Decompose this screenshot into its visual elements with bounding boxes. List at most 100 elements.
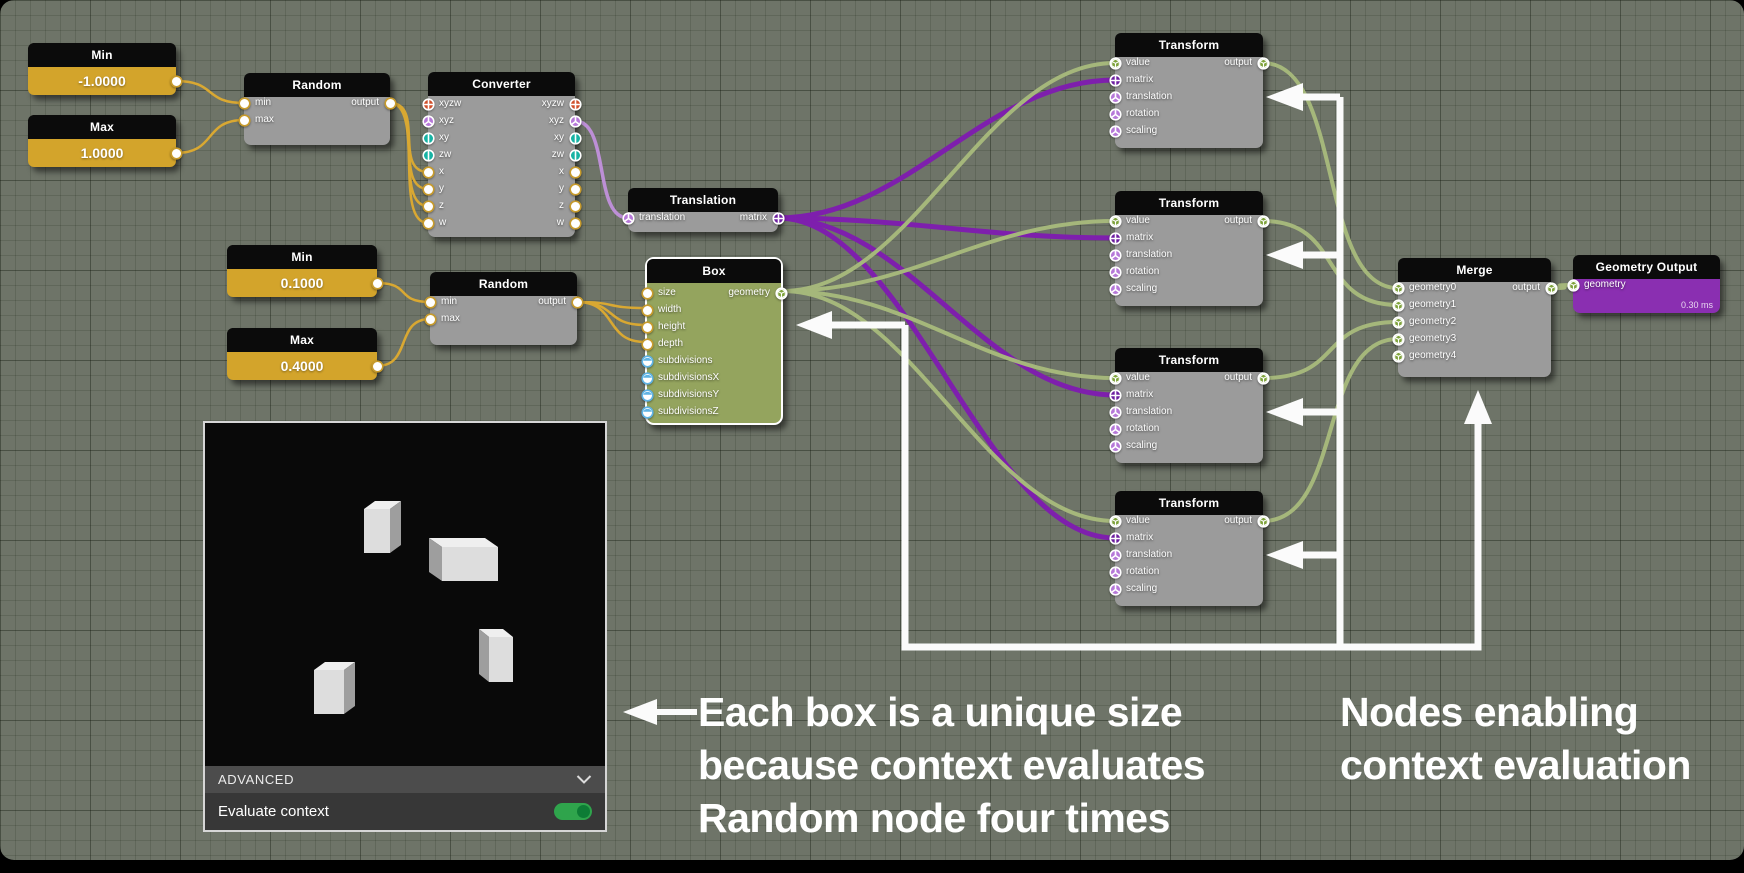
port-converter-z[interactable] <box>568 199 582 213</box>
port-converter-x[interactable] <box>421 165 435 179</box>
wire-vec3[interactable] <box>573 119 630 220</box>
port-t1-rotation[interactable] <box>1108 107 1122 121</box>
viewport-3d[interactable] <box>205 423 605 766</box>
port-geoout-geometry[interactable] <box>1566 278 1580 292</box>
wire-value[interactable] <box>575 300 647 327</box>
port-t2-matrix[interactable] <box>1108 231 1122 245</box>
port-t1-output[interactable] <box>1256 56 1270 70</box>
port-t1-value[interactable] <box>1108 56 1122 70</box>
node-min1[interactable]: Min-1.0000 <box>28 43 183 95</box>
port-t3-translation[interactable] <box>1108 405 1122 419</box>
port-converter-y[interactable] <box>421 182 435 196</box>
evaluate-context-toggle[interactable] <box>554 803 592 820</box>
wire-geometry[interactable] <box>1261 337 1400 523</box>
port-t2-value[interactable] <box>1108 214 1122 228</box>
port-converter-xyz[interactable] <box>421 114 435 128</box>
port-min2-output[interactable] <box>370 276 384 290</box>
port-box-height[interactable] <box>640 320 654 334</box>
port-random1-min[interactable] <box>237 96 251 110</box>
port-converter-y[interactable] <box>568 182 582 196</box>
port-converter-w[interactable] <box>421 216 435 230</box>
wire-geometry[interactable] <box>781 61 1117 293</box>
wire-geometry[interactable] <box>781 289 1117 380</box>
wire-matrix[interactable] <box>775 77 1118 221</box>
port-t3-scaling[interactable] <box>1108 439 1122 453</box>
port-random1-output[interactable] <box>383 96 397 110</box>
port-converter-x[interactable] <box>568 165 582 179</box>
port-converter-z[interactable] <box>421 199 435 213</box>
port-random2-output[interactable] <box>570 295 584 309</box>
port-converter-xyzw[interactable] <box>421 97 435 111</box>
value-field[interactable]: 1.0000 <box>28 139 176 167</box>
port-merge-geometry3[interactable] <box>1391 332 1405 346</box>
value-field[interactable]: 0.1000 <box>227 269 377 297</box>
port-t1-matrix[interactable] <box>1108 73 1122 87</box>
port-t4-matrix[interactable] <box>1108 531 1122 545</box>
port-random2-min[interactable] <box>423 295 437 309</box>
value-field[interactable]: 0.4000 <box>227 352 377 380</box>
port-t3-output[interactable] <box>1256 371 1270 385</box>
wire-value[interactable] <box>575 300 647 344</box>
port-box-geometry[interactable] <box>774 286 788 300</box>
port-box-subdivisions[interactable] <box>640 354 654 368</box>
wire-value[interactable] <box>575 300 647 310</box>
port-t4-scaling[interactable] <box>1108 582 1122 596</box>
port-box-size[interactable] <box>640 286 654 300</box>
port-t4-translation[interactable] <box>1108 548 1122 562</box>
port-t1-translation[interactable] <box>1108 90 1122 104</box>
port-t2-output[interactable] <box>1256 214 1270 228</box>
port-converter-w[interactable] <box>568 216 582 230</box>
port-max2-output[interactable] <box>370 359 384 373</box>
port-t2-rotation[interactable] <box>1108 265 1122 279</box>
wire-geometry[interactable] <box>781 219 1117 293</box>
wire-geometry[interactable] <box>1261 219 1400 307</box>
wire-matrix[interactable] <box>775 215 1118 241</box>
wire-matrix[interactable] <box>775 215 1118 541</box>
wire-geometry[interactable] <box>1261 61 1400 290</box>
port-box-subdivisionsZ[interactable] <box>640 405 654 419</box>
port-converter-zw[interactable] <box>568 148 582 162</box>
port-t4-rotation[interactable] <box>1108 565 1122 579</box>
port-t3-value[interactable] <box>1108 371 1122 385</box>
port-t3-rotation[interactable] <box>1108 422 1122 436</box>
wire-value[interactable] <box>375 281 432 304</box>
wire-value[interactable] <box>174 118 246 155</box>
wire-geometry[interactable] <box>1261 320 1400 380</box>
wire-geometry[interactable] <box>781 289 1117 523</box>
port-random1-max[interactable] <box>237 113 251 127</box>
wire-matrix[interactable] <box>775 215 1118 398</box>
value-field[interactable]: -1.0000 <box>28 67 176 95</box>
wire-value[interactable] <box>375 317 432 368</box>
port-converter-xy[interactable] <box>568 131 582 145</box>
port-min1-output[interactable] <box>169 74 183 88</box>
port-max1-output[interactable] <box>169 146 183 160</box>
port-converter-xyz[interactable] <box>568 114 582 128</box>
port-merge-geometry2[interactable] <box>1391 315 1405 329</box>
port-t4-value[interactable] <box>1108 514 1122 528</box>
advanced-section-header[interactable]: ADVANCED <box>205 766 605 793</box>
port-converter-zw[interactable] <box>421 148 435 162</box>
port-box-width[interactable] <box>640 303 654 317</box>
port-t2-translation[interactable] <box>1108 248 1122 262</box>
port-t3-matrix[interactable] <box>1108 388 1122 402</box>
port-merge-geometry1[interactable] <box>1391 298 1405 312</box>
port-box-depth[interactable] <box>640 337 654 351</box>
wire-value[interactable] <box>174 79 246 105</box>
port-random2-max[interactable] <box>423 312 437 326</box>
port-translation-matrix[interactable] <box>771 211 785 225</box>
port-merge-geometry4[interactable] <box>1391 349 1405 363</box>
port-converter-xyzw[interactable] <box>568 97 582 111</box>
port-t1-scaling[interactable] <box>1108 124 1122 138</box>
